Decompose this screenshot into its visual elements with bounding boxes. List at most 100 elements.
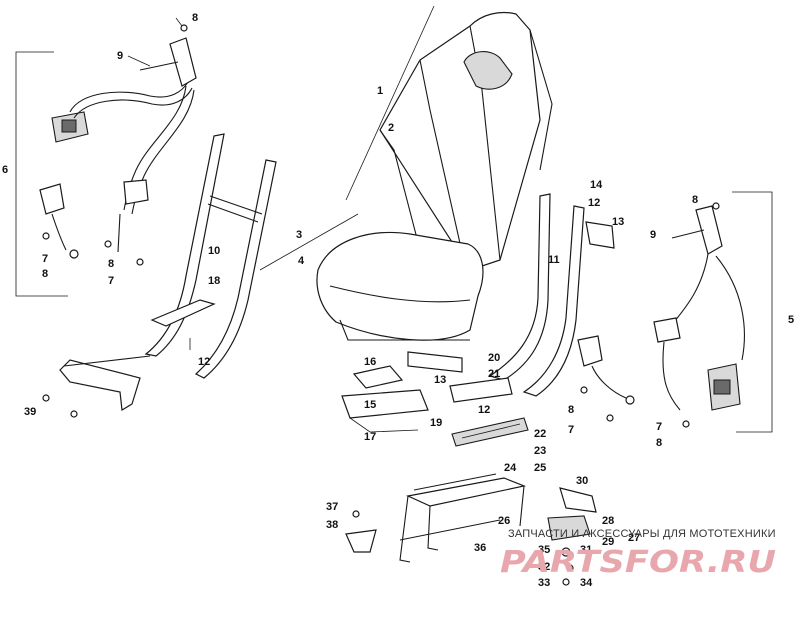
left-belt-tail — [117, 213, 121, 253]
callout-labels: 1 2 3 4 5 6 7 7 7 7 8 8 8 8 8 8 9 9 10 1… — [2, 12, 794, 589]
watermark-logo: PARTSFOR.RU — [500, 545, 776, 580]
callout-8b: 8 — [42, 268, 48, 280]
callout-18: 18 — [208, 275, 220, 287]
callout-5: 5 — [788, 314, 794, 326]
callout-23: 23 — [534, 445, 546, 457]
left-belt-upper — [69, 81, 189, 113]
right-bracket-13 — [585, 221, 615, 249]
slide-rail-teeth — [461, 423, 521, 439]
right-tail-nut — [682, 420, 690, 428]
watermark: ЗАПЧАСТИ И АКСЕССУАРЫ ДЛЯ МОТОТЕХНИКИ PA… — [500, 528, 776, 580]
callout-1: 1 — [377, 85, 383, 97]
callout-36: 36 — [474, 542, 486, 554]
callout-20: 20 — [488, 352, 500, 364]
right-seat-belt-group — [577, 191, 773, 433]
left-shoulder-anchor — [169, 37, 197, 87]
right-seat-frame — [407, 193, 615, 403]
seat-backrest-wing — [529, 29, 553, 171]
callout-32: 32 — [538, 561, 550, 573]
seat-assembly — [259, 5, 553, 341]
left-seat-frame — [42, 133, 277, 418]
callout-13a: 13 — [612, 216, 624, 228]
latch-lever-30 — [559, 487, 597, 513]
left-anchor-bolt — [139, 61, 179, 71]
base-frame-leg-c — [519, 485, 525, 527]
callout-8c: 8 — [108, 258, 114, 270]
callout-12b: 12 — [588, 197, 600, 209]
callout-29: 29 — [602, 536, 614, 548]
left-frame-bolt-b — [70, 410, 78, 418]
group-line-17 — [349, 417, 419, 433]
left-seat-belt-group — [15, 17, 197, 297]
latch-nut-32 — [566, 564, 574, 572]
leader-9a — [127, 55, 151, 67]
callout-22: 22 — [534, 428, 546, 440]
right-anchor-bolt — [671, 229, 705, 239]
callout-33: 33 — [538, 577, 550, 589]
right-buckle-bolt — [580, 386, 588, 394]
leader-8a — [175, 17, 183, 27]
right-buckle-strap — [591, 365, 627, 399]
base-frame-leg-a — [399, 495, 411, 563]
left-frame-upper-cross-edge — [207, 203, 259, 223]
callout-12a: 12 — [198, 356, 210, 368]
callout-17: 17 — [364, 431, 376, 443]
right-buckle-nut — [625, 395, 635, 405]
right-top-nut — [712, 202, 720, 210]
callout-7b: 7 — [108, 275, 114, 287]
rail-tube-20 — [407, 351, 463, 373]
base-frame-top — [406, 477, 527, 507]
callout-28: 28 — [602, 515, 614, 527]
callout-37: 37 — [326, 501, 338, 513]
left-retractor-spool — [61, 119, 77, 133]
right-shoulder-anchor — [695, 205, 723, 255]
latch-washer-33 — [562, 578, 570, 586]
right-belt-tongue — [653, 317, 681, 343]
callout-24: 24 — [504, 462, 517, 474]
left-belt-tongue — [123, 179, 149, 205]
callout-7d: 7 — [656, 421, 662, 433]
callout-15: 15 — [364, 399, 376, 411]
clip-38 — [345, 529, 377, 553]
callout-9a: 9 — [117, 50, 123, 62]
seat-backrest — [379, 11, 541, 271]
left-tail-nut — [136, 258, 144, 266]
latch-bolt-35 — [561, 547, 571, 557]
right-buckle — [577, 335, 603, 367]
callout-11: 11 — [548, 254, 560, 266]
callout-7c: 7 — [568, 424, 574, 436]
group-line-1 — [345, 5, 435, 201]
left-frame-cross — [63, 355, 151, 367]
seat-harness-slot — [463, 51, 513, 90]
base-frame-lower — [399, 519, 501, 541]
seat-cushion-base — [339, 319, 470, 341]
left-buckle-strap — [51, 213, 67, 251]
base-frame-leg-b — [427, 505, 439, 551]
callout-30: 30 — [576, 475, 588, 487]
callout-8d: 8 — [692, 194, 698, 206]
right-frame-rear-tube — [488, 193, 551, 381]
callout-8f: 8 — [656, 437, 662, 449]
left-frame-foot — [59, 359, 141, 411]
slide-rail-22 — [451, 417, 529, 447]
group-bracket-right — [732, 191, 773, 433]
bolt-37 — [352, 510, 360, 518]
seat-backrest-crease — [469, 25, 501, 261]
left-buckle-bolt — [42, 232, 50, 240]
callout-6: 6 — [2, 164, 8, 176]
right-retractor-spool — [713, 379, 731, 395]
right-buckle-bolt-b — [606, 414, 614, 422]
callout-8e: 8 — [568, 404, 574, 416]
callout-13b: 13 — [434, 374, 446, 386]
bracket-17 — [341, 389, 429, 419]
latch-plate-29 — [547, 515, 591, 541]
callout-26: 26 — [498, 515, 510, 527]
left-buckle — [39, 183, 65, 215]
callout-27: 27 — [628, 532, 640, 544]
callout-39: 39 — [24, 406, 36, 418]
seat-cushion — [316, 231, 484, 341]
callout-4: 4 — [298, 255, 305, 267]
right-belt-tail — [662, 341, 681, 411]
left-frame-upper-cross — [209, 195, 263, 215]
